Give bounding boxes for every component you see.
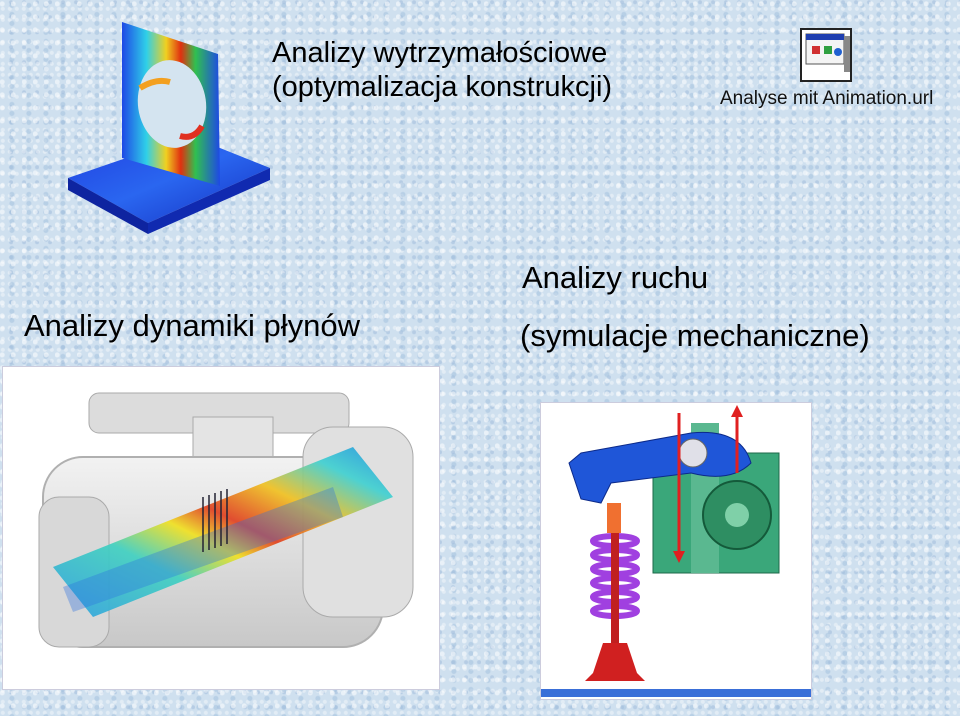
internet-shortcut-icon[interactable] [800,28,852,82]
heading-strength-analysis: Analizy wytrzymałościowe (optymalizacja … [272,36,692,104]
url-shortcut-label[interactable]: Analyse mit Animation.url [720,88,934,109]
heading-strength-line1: Analizy wytrzymałościowe [272,37,608,69]
heading-strength-line2: (optymalizacja konstrukcji) [272,71,613,103]
heading-motion-analysis: Analizy ruchu [522,260,709,295]
fluid-dynamics-image [2,366,440,690]
heading-fluid-dynamics: Analizy dynamiki płynów [24,308,360,343]
mechanical-simulation-image [540,402,812,700]
stress-analysis-image [60,18,275,258]
heading-motion-subtitle: (symulacje mechaniczne) [520,318,870,353]
